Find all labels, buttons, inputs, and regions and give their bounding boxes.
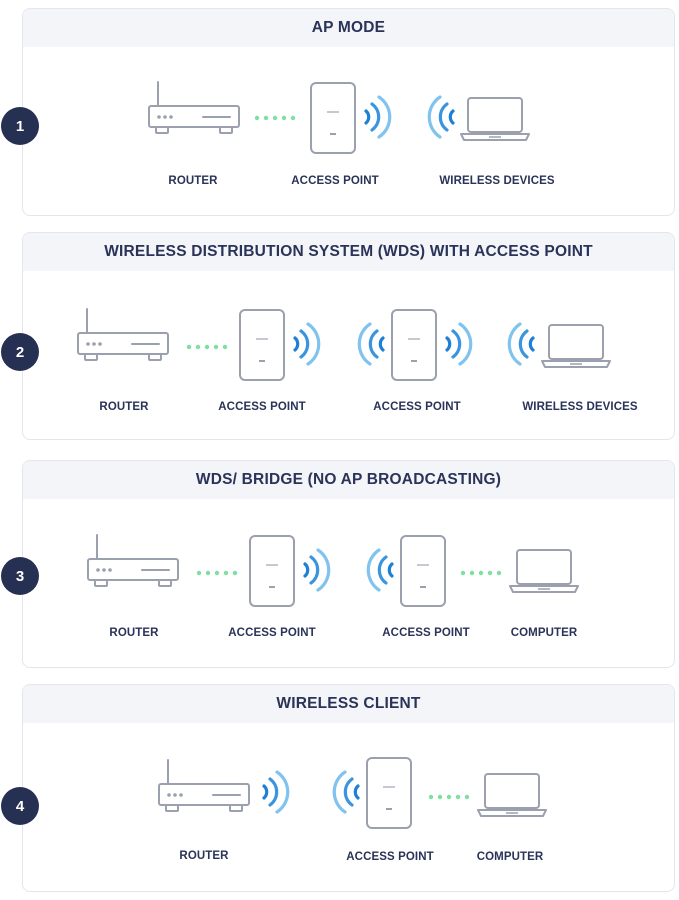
wired-connection-dots bbox=[460, 570, 504, 576]
device-label-access-point: ACCESS POINT bbox=[218, 401, 306, 413]
device-label-access-point: ACCESS POINT bbox=[291, 175, 379, 187]
router-icon bbox=[87, 533, 179, 589]
access-point-icon bbox=[400, 535, 446, 607]
device-label-wireless-devices: WIRELESS DEVICES bbox=[439, 175, 555, 187]
panel-title: WDS/ BRIDGE (NO AP BROADCASTING) bbox=[23, 461, 674, 499]
mode-panel-wireless-client: WIRELESS CLIENT ROUTER ACCESS POINT COMP… bbox=[22, 684, 675, 892]
wifi-signal-icon bbox=[291, 322, 321, 366]
wifi-signal-icon bbox=[366, 548, 396, 592]
laptop-icon bbox=[540, 323, 612, 369]
wifi-signal-icon bbox=[357, 322, 387, 366]
device-label-computer: COMPUTER bbox=[510, 627, 578, 639]
access-point-icon bbox=[239, 309, 285, 381]
wifi-signal-icon bbox=[301, 548, 331, 592]
device-label-access-point: ACCESS POINT bbox=[382, 627, 470, 639]
mode-number-badge: 2 bbox=[1, 333, 39, 371]
access-point-icon bbox=[310, 82, 356, 154]
wifi-signal-icon bbox=[507, 322, 537, 366]
device-label-router: ROUTER bbox=[179, 850, 229, 862]
wifi-signal-icon bbox=[362, 95, 392, 139]
mode-number-badge: 3 bbox=[1, 557, 39, 595]
wifi-signal-icon bbox=[427, 95, 457, 139]
wired-connection-dots bbox=[428, 794, 472, 800]
access-point-icon bbox=[366, 757, 412, 829]
mode-number-badge: 4 bbox=[1, 787, 39, 825]
wired-connection-dots bbox=[186, 344, 230, 350]
panel-title: AP MODE bbox=[23, 9, 674, 47]
laptop-icon bbox=[459, 96, 531, 142]
device-label-computer: COMPUTER bbox=[476, 851, 544, 863]
device-label-router: ROUTER bbox=[99, 401, 149, 413]
device-label-router: ROUTER bbox=[109, 627, 159, 639]
device-label-router: ROUTER bbox=[168, 175, 218, 187]
access-point-icon bbox=[249, 535, 295, 607]
wired-connection-dots bbox=[196, 570, 240, 576]
wired-connection-dots bbox=[254, 115, 298, 121]
panel-title: WIRELESS DISTRIBUTION SYSTEM (WDS) WITH … bbox=[23, 233, 674, 271]
router-icon bbox=[158, 758, 250, 814]
panel-title: WIRELESS CLIENT bbox=[23, 685, 674, 723]
mode-number-badge: 1 bbox=[1, 107, 39, 145]
access-point-icon bbox=[391, 309, 437, 381]
mode-panel-ap: AP MODE ROUTER ACCESS POINT WIRELESS DEV… bbox=[22, 8, 675, 216]
wifi-signal-icon bbox=[260, 770, 290, 814]
laptop-icon bbox=[476, 772, 548, 818]
device-label-access-point: ACCESS POINT bbox=[373, 401, 461, 413]
device-label-wireless-devices: WIRELESS DEVICES bbox=[522, 401, 638, 413]
wifi-signal-icon bbox=[443, 322, 473, 366]
device-label-access-point: ACCESS POINT bbox=[346, 851, 434, 863]
device-label-access-point: ACCESS POINT bbox=[228, 627, 316, 639]
router-icon bbox=[148, 80, 240, 136]
router-icon bbox=[77, 307, 169, 363]
laptop-icon bbox=[508, 548, 580, 594]
wifi-signal-icon bbox=[332, 770, 362, 814]
